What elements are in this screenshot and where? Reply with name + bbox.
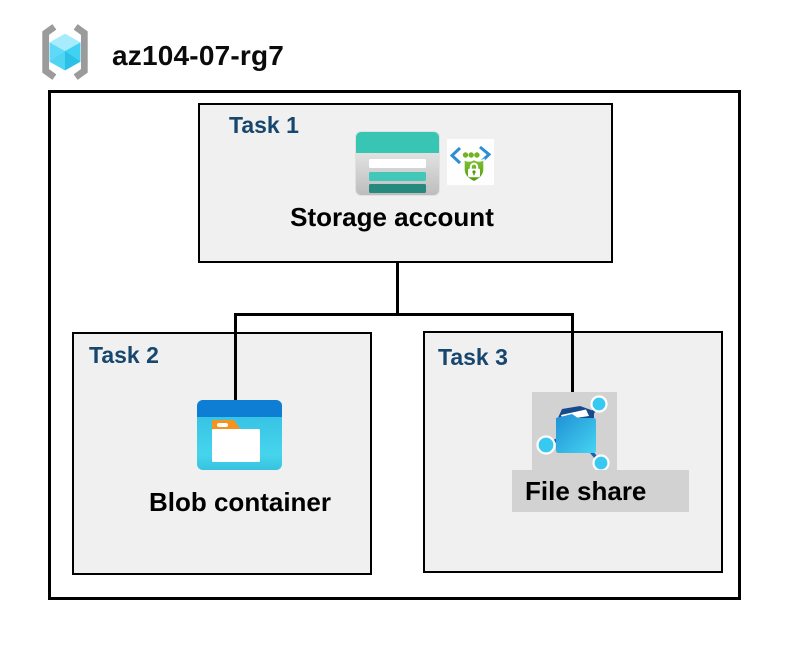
storage-account-label: Storage account — [290, 202, 494, 232]
resource-group-name: az104-07-rg7 — [112, 40, 285, 71]
file-share-glyph — [536, 395, 610, 472]
storage-icon-bar-white — [369, 159, 426, 168]
blob-container-icon — [197, 400, 282, 470]
sas-secure-access-icon — [447, 139, 494, 185]
blob-container-label: Blob container — [148, 487, 331, 517]
file-share-label-band: File share — [512, 470, 689, 512]
storage-account-icon — [356, 132, 439, 195]
task3-label: Task 3 — [438, 344, 508, 370]
storage-icon-bar-teal — [369, 172, 426, 181]
storage-icon-header-band — [356, 132, 439, 153]
storage-icon-bar-dark — [369, 184, 426, 193]
task2-box: Task 2 Blob container — [72, 332, 372, 575]
file-share-icon — [532, 392, 617, 472]
resource-group-icon — [42, 24, 88, 80]
blob-icon-folder — [212, 429, 260, 462]
connector-storage-stem — [396, 261, 399, 316]
blob-icon-title-bar — [197, 400, 282, 417]
sas-secure-access-glyph — [449, 145, 492, 183]
connector-horizontal — [234, 313, 574, 316]
file-share-label: File share — [525, 476, 647, 506]
blob-icon-tab-dash — [217, 423, 228, 427]
task1-label: Task 1 — [229, 112, 299, 138]
task2-label: Task 2 — [89, 342, 159, 368]
connector-to-blob-container — [234, 313, 237, 401]
task1-box: Task 1 — [198, 103, 613, 263]
connector-to-file-share — [571, 313, 574, 393]
